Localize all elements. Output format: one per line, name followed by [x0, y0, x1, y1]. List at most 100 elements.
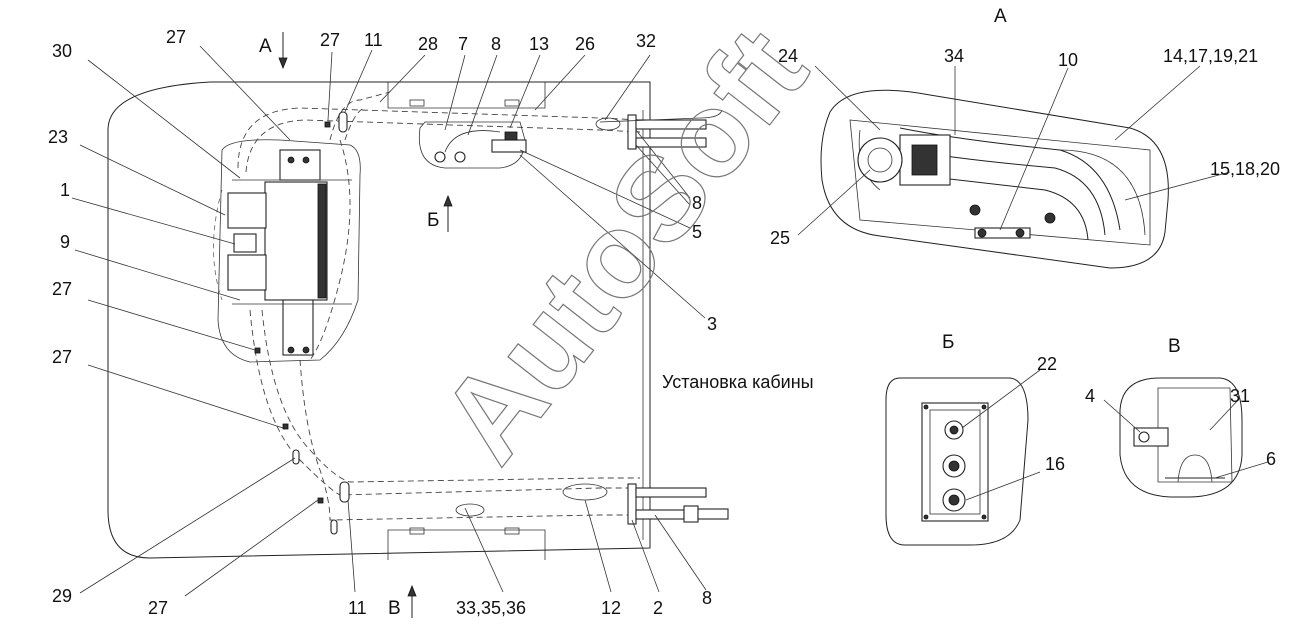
- outlet-pipe: [635, 509, 685, 520]
- leader: [961, 369, 1041, 429]
- bolt: [923, 404, 929, 410]
- valve-cap: [504, 131, 518, 141]
- hose-routing: [213, 91, 641, 521]
- view-arrow-b-label: Б: [427, 210, 439, 231]
- heater-outline: [217, 139, 361, 363]
- view-v-outline: [1119, 377, 1243, 498]
- heater-body: [264, 181, 328, 301]
- heater-duct: [282, 299, 314, 356]
- control-knob-center: [948, 460, 960, 472]
- bottom-mount-slot: [504, 527, 520, 535]
- valve-knob: [434, 151, 446, 163]
- callout-3: 3: [707, 314, 717, 334]
- pipe-outlets: [455, 109, 729, 525]
- callout-23: 23: [48, 127, 68, 147]
- control-knob-center: [948, 494, 960, 506]
- callout-30: 30: [52, 41, 72, 61]
- view-a-detail: А 24 34 10 14,17,19,21 15,18: [770, 6, 1280, 269]
- diagram-caption: Установка кабины: [662, 372, 814, 392]
- heater-fan-bottom: [227, 254, 267, 291]
- outlet-cable: [599, 109, 723, 123]
- control-knob-center: [949, 425, 959, 435]
- bolt: [981, 404, 987, 410]
- bottom-mount-plate: [387, 529, 546, 560]
- callout-34: 34: [944, 46, 964, 66]
- outlet-flange: [627, 114, 637, 150]
- bolt: [287, 346, 295, 354]
- clamp: [282, 423, 289, 430]
- callout-2: 2: [653, 598, 663, 618]
- view-a-valve-core: [911, 144, 938, 176]
- hose-grommet: [595, 117, 621, 131]
- leader: [965, 471, 1041, 501]
- outlet-pipe: [635, 487, 707, 498]
- callout-13: 13: [529, 34, 549, 54]
- callout-8: 8: [692, 193, 702, 213]
- clamp: [324, 121, 331, 128]
- grommet: [330, 519, 338, 535]
- bolt: [287, 156, 295, 164]
- top-mount-slot: [409, 99, 425, 107]
- clamp: [317, 497, 324, 504]
- view-a-inner-frame: [849, 119, 1151, 246]
- leader: [1103, 399, 1141, 433]
- callout-11: 11: [364, 30, 383, 50]
- callout-16: 16: [1045, 454, 1065, 474]
- hose: [344, 107, 366, 141]
- view-b-detail: Б 22 16: [885, 332, 1065, 546]
- hose: [237, 107, 641, 169]
- outlet-pipe: [635, 119, 707, 130]
- view-a-outline: [820, 89, 1169, 269]
- heater-motor: [233, 233, 257, 253]
- callout-29: 29: [52, 586, 72, 606]
- top-mount-slot: [504, 99, 520, 107]
- heater-rail: [317, 183, 327, 299]
- outlet-flange: [627, 483, 637, 525]
- callout-27: 27: [52, 279, 72, 299]
- hose: [299, 359, 640, 521]
- view-arrow-a-label: А: [259, 36, 272, 57]
- callout-25: 25: [770, 228, 790, 248]
- callout-24: 24: [778, 46, 798, 66]
- leader: [1214, 461, 1269, 479]
- callout-1: 1: [60, 180, 70, 200]
- view-arrow-a: [278, 32, 288, 70]
- callout-8: 8: [491, 34, 501, 54]
- hose: [249, 309, 640, 496]
- callout-14-17-19-21: 14,17,19,21: [1163, 46, 1258, 66]
- bolt: [302, 156, 310, 164]
- callout-28: 28: [418, 34, 438, 54]
- control-panel-inner: [929, 409, 981, 515]
- callout-6: 6: [1266, 449, 1276, 469]
- callout-5: 5: [692, 222, 702, 242]
- callout-7: 7: [458, 34, 468, 54]
- leader: [1209, 397, 1241, 431]
- view-v-title: В: [1168, 336, 1181, 357]
- view-arrow-b: [443, 194, 453, 232]
- callout-4: 4: [1085, 386, 1095, 406]
- hose: [213, 189, 223, 301]
- callout-26: 26: [575, 34, 595, 54]
- bottom-mount-slot: [409, 527, 425, 535]
- callout-27: 27: [166, 27, 186, 47]
- view-b-title: Б: [942, 332, 954, 353]
- callout-15-18-20: 15,18,20: [1210, 159, 1280, 179]
- callout-10: 10: [1058, 50, 1078, 70]
- top-mount-plate: [387, 82, 546, 109]
- valve-wire: [444, 130, 501, 153]
- callout-32: 32: [636, 31, 656, 51]
- callout-11: 11: [348, 598, 367, 618]
- hose: [329, 91, 391, 141]
- view-arrow-v-label: В: [388, 598, 401, 619]
- valve-knob: [454, 151, 466, 163]
- view-a-leaders: [797, 65, 1231, 236]
- callout-8: 8: [702, 588, 712, 608]
- callout-9: 9: [60, 232, 70, 252]
- heater-unit: [217, 139, 361, 363]
- heater-fan-top: [227, 192, 267, 229]
- view-v-recess: [1177, 454, 1213, 483]
- view-a-pump-hub: [867, 147, 893, 173]
- heater-bracket-top: [279, 149, 321, 181]
- hose: [245, 119, 641, 173]
